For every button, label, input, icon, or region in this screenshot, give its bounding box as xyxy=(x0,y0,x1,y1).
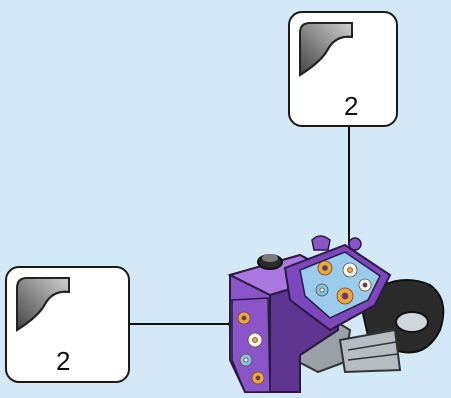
quantity-label: 2 xyxy=(56,346,71,376)
sticker-callout-top: 2 xyxy=(288,11,398,127)
leader-line-left xyxy=(130,323,232,325)
sticker-callout-left: 2 xyxy=(5,266,130,383)
leader-line-top xyxy=(348,127,350,245)
sticker-sheet-icon xyxy=(16,277,70,332)
sticker-sheet-icon xyxy=(299,22,353,77)
quantity-label: 2 xyxy=(344,91,359,121)
